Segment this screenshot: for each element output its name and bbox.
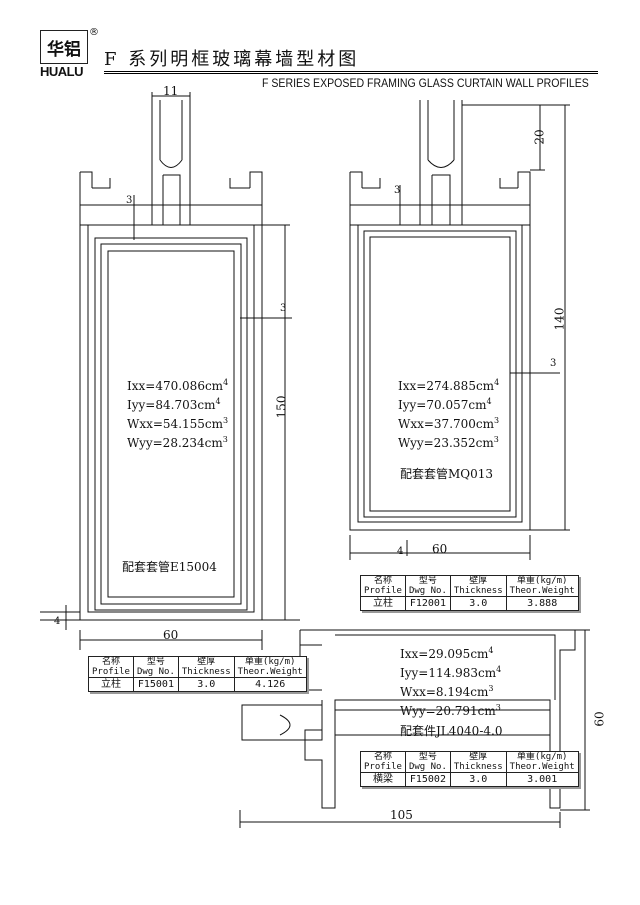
dwg-en: Dwg No.	[408, 586, 447, 596]
weight: 4.126	[233, 677, 307, 692]
profile-cn: 名称	[373, 576, 392, 586]
thick-cn: 壁厚	[197, 657, 216, 667]
profile-en: Profile	[92, 667, 130, 677]
dwg: F15001	[132, 677, 179, 692]
dim-top: 20	[532, 129, 547, 145]
dim-width: 60	[432, 542, 448, 556]
dim-side-wall: 3	[280, 303, 287, 314]
ixx: Ixx=29.095cm	[400, 647, 489, 661]
dwg-cn: 型号	[146, 657, 165, 667]
exp3: 3	[495, 703, 501, 712]
weight: 3.001	[505, 772, 579, 787]
brand-name: HUALU	[40, 64, 84, 79]
profile-en: Profile	[364, 586, 402, 596]
weight: 3.888	[505, 596, 579, 611]
weight-en: Theor.Weight	[509, 586, 575, 596]
exp3: 3	[494, 416, 500, 425]
profile-en: Profile	[364, 762, 402, 772]
profile-cn: 名称	[373, 752, 392, 762]
dim-height: 60	[592, 711, 607, 727]
dim-wall: 3	[126, 195, 133, 206]
section-properties: Ixx=274.885cm4 Iyy=70.057cm4 Wxx=37.700c…	[398, 375, 499, 451]
ixx: Ixx=274.885cm	[398, 379, 495, 393]
iyy: Iyy=114.983cm	[400, 666, 497, 680]
wxx: Wxx=54.155cm	[127, 417, 224, 431]
thick-cn: 壁厚	[469, 576, 488, 586]
exp4: 4	[494, 378, 500, 387]
logo-text: 华铝	[47, 39, 81, 60]
thick-en: Thickness	[453, 762, 503, 772]
dim-width: 105	[390, 808, 413, 822]
hualu-logo: 华铝	[40, 30, 88, 64]
dim-top: 11	[163, 84, 179, 98]
profile-f15001-drawing	[40, 92, 300, 650]
weight-en: Theor.Weight	[509, 762, 575, 772]
iyy: Iyy=84.703cm	[127, 398, 216, 412]
weight-cn: 单重(kg/m)	[516, 752, 568, 762]
wyy: Wyy=23.352cm	[398, 436, 494, 450]
wxx: Wxx=37.700cm	[398, 417, 495, 431]
wyy: Wyy=20.791cm	[400, 704, 496, 718]
dim-width: 60	[163, 628, 179, 642]
exp3: 3	[222, 435, 228, 444]
page-subtitle: F SERIES EXPOSED FRAMING GLASS CURTAIN W…	[262, 76, 589, 90]
dwg: F12001	[404, 596, 451, 611]
dwg: F15002	[404, 772, 451, 787]
dim-bottom: 4	[54, 616, 61, 627]
exp4: 4	[486, 397, 492, 406]
exp3: 3	[493, 435, 499, 444]
thick-cn: 壁厚	[469, 752, 488, 762]
thickness: 3.0	[449, 596, 507, 611]
accessory-label: 配套套管E15004	[122, 560, 217, 574]
profile-f15002-drawing	[239, 629, 590, 828]
weight-cn: 单重(kg/m)	[244, 657, 296, 667]
dwg-en: Dwg No.	[408, 762, 447, 772]
thick-en: Thickness	[181, 667, 231, 677]
exp3: 3	[488, 684, 494, 693]
dwg-cn: 型号	[418, 576, 437, 586]
name: 立柱	[88, 677, 134, 692]
iyy: Iyy=70.057cm	[398, 398, 487, 412]
exp4: 4	[488, 646, 494, 655]
weight-en: Theor.Weight	[237, 667, 303, 677]
dwg-cn: 型号	[418, 752, 437, 762]
title-rule	[104, 71, 598, 74]
registered-mark: ®	[89, 27, 99, 38]
dwg-en: Dwg No.	[136, 667, 175, 677]
name: 立柱	[360, 596, 406, 611]
dim-bottom: 4	[397, 546, 404, 557]
exp4: 4	[215, 397, 221, 406]
thickness: 3.0	[177, 677, 235, 692]
section-properties: Ixx=470.086cm4 Iyy=84.703cm4 Wxx=54.155c…	[127, 375, 228, 451]
dim-wall: 3	[394, 185, 401, 196]
profile-f12001-drawing	[349, 100, 570, 560]
exp4: 4	[223, 378, 229, 387]
wxx: Wxx=8.194cm	[400, 685, 489, 699]
thickness: 3.0	[449, 772, 507, 787]
profile-cn: 名称	[101, 657, 120, 667]
dim-side-wall: 3	[550, 358, 557, 369]
accessory-label: 配套件JL4040-4.0	[400, 724, 503, 738]
wyy: Wyy=28.234cm	[127, 436, 223, 450]
ixx: Ixx=470.086cm	[127, 379, 224, 393]
accessory-label: 配套套管MQ013	[400, 467, 494, 481]
exp3: 3	[223, 416, 229, 425]
weight-cn: 单重(kg/m)	[516, 576, 568, 586]
thick-en: Thickness	[453, 586, 503, 596]
section-properties: Ixx=29.095cm4 Iyy=114.983cm4 Wxx=8.194cm…	[400, 643, 501, 719]
exp4: 4	[496, 665, 502, 674]
page-title: F 系列明框玻璃幕墙型材图	[104, 49, 360, 70]
dim-height: 150	[274, 395, 289, 419]
dim-height: 140	[552, 307, 567, 331]
name: 横梁	[360, 772, 406, 787]
